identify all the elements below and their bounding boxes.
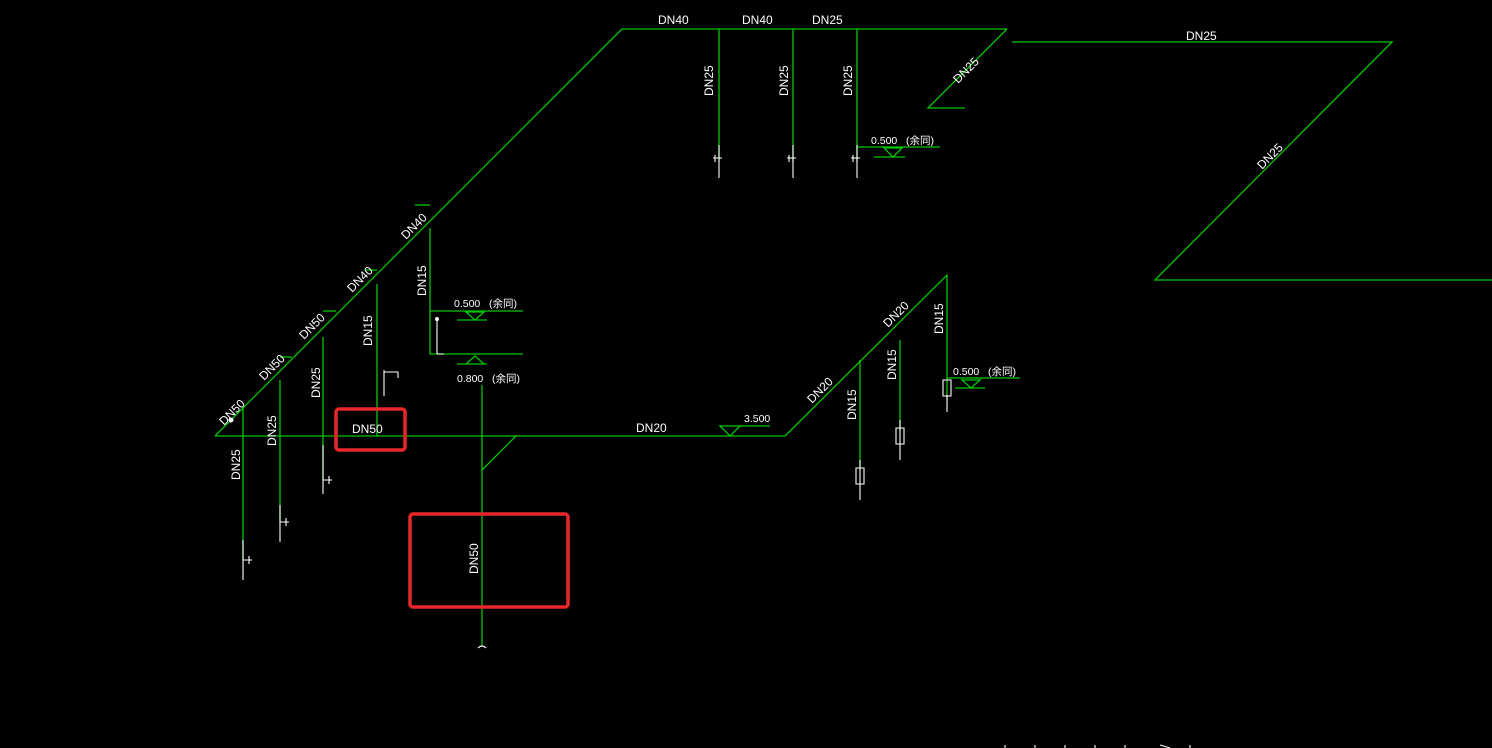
elev-mid-lower-note: (余同) [492,372,520,385]
mid-hook [383,370,399,396]
label-main-dn50-boxed: DN50 [352,422,383,436]
elev-mid-lower-value: 0.800 [457,373,483,385]
label-top-dn40-a: DN40 [658,13,689,27]
label-left-dn25-a: DN25 [229,449,243,480]
right-end-b [895,420,905,460]
label-left-dn25-c: DN25 [309,367,323,398]
fixtures [228,145,1191,748]
label-vertical-dn50-boxed: DN50 [467,543,481,574]
highlight-box-main-dn50[interactable] [334,407,407,452]
label-top-dn40-b: DN40 [742,13,773,27]
label-main-dn20: DN20 [636,421,667,435]
label-right-diag-dn25: DN25 [1254,140,1286,172]
elevation-markers [457,147,985,437]
label-right-dn15-c: DN15 [932,303,946,334]
label-riser3-dn25: DN25 [841,65,855,96]
left-end-3 [322,445,332,494]
right-end-c [942,379,952,412]
label-top-right-dn25: DN25 [1186,29,1217,43]
left-end-1 [242,540,252,580]
elev-top-right-note: (余同) [906,134,934,147]
label-right-dn15-a: DN15 [845,389,859,420]
mid-valve [436,318,444,355]
main-diagonal-pipe [214,28,623,437]
bottom-ticks [1004,744,1191,748]
right-end-a [855,460,865,500]
top-riser-2-end [787,145,796,178]
label-riser2-dn25: DN25 [777,65,791,96]
elev-marker-top-right [874,147,905,158]
short-diagonal-pipe [926,28,1008,109]
label-right-dn15-b: DN15 [885,349,899,380]
highlight-boxes [334,407,570,609]
elev-marker-main [718,425,742,437]
right-loop-pipe [1012,41,1492,281]
elev-right-note: (余同) [988,365,1016,378]
mid-riser-dn15-b [429,228,523,355]
label-mid-dn15-a: DN15 [361,315,375,346]
right-diagonal-pipe [784,273,948,437]
label-mid-dn15-b: DN15 [415,265,429,296]
highlight-box-vertical-dn50[interactable] [408,512,570,609]
label-riser1-dn25: DN25 [702,65,716,96]
pipe-end-dot [228,417,234,423]
elev-mid-upper-value: 0.500 [454,298,480,310]
valve-dot [435,317,439,321]
pipe-network [214,28,1492,645]
elev-mid-upper-note: (余同) [489,297,517,310]
elev-right-value: 0.500 [953,366,979,378]
vertical-riser-diagonal [481,435,517,471]
elevation-labels: 0.500 (余同) 0.500 (余同) 0.800 (余同) 3.500 0… [454,134,1016,425]
top-riser-1-end [713,145,722,178]
bottom-end [477,645,487,649]
elev-top-right-value: 0.500 [871,135,897,147]
elev-marker-mid-upper [457,311,487,321]
label-left-dn25-b: DN25 [265,415,279,446]
left-end-2 [279,505,289,542]
top-riser-3-end [851,145,860,178]
label-top-dn25: DN25 [812,13,843,27]
elev-marker-right [955,379,985,389]
elev-main-value: 3.500 [744,413,770,425]
elev-marker-mid-lower [457,355,487,365]
